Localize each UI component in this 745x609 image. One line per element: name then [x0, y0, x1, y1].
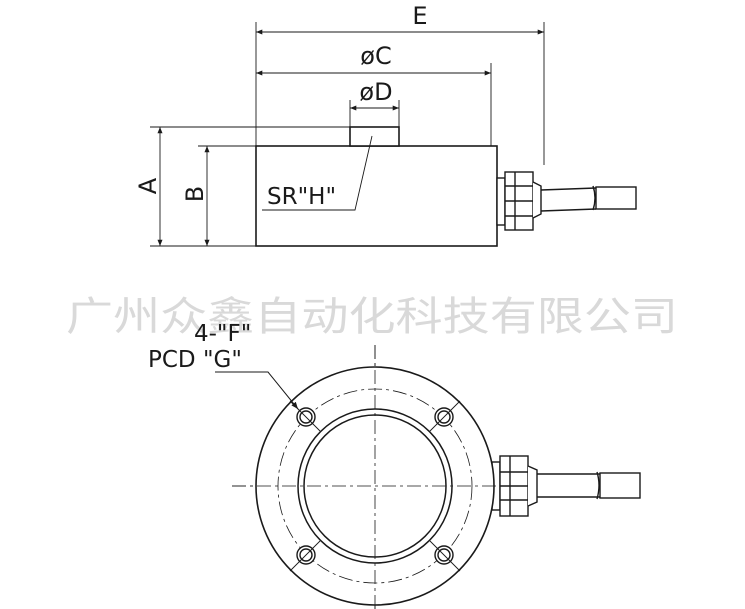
loading-button	[349, 126, 400, 147]
label-e: E	[412, 2, 427, 30]
label-a: A	[134, 177, 162, 194]
cable	[540, 185, 637, 212]
cable-gland	[496, 171, 542, 231]
side-view	[150, 22, 637, 247]
label-sr-h: SR"H"	[267, 184, 336, 210]
dimension-lines	[157, 29, 544, 246]
label-b: B	[181, 186, 209, 202]
leader-sr-h	[262, 135, 373, 211]
label-c: øC	[360, 42, 391, 70]
label-d: øD	[359, 78, 392, 106]
watermark: 广州众鑫自动化科技有限公司	[66, 294, 678, 340]
top-view	[215, 345, 641, 609]
extension-lines	[150, 22, 545, 247]
label-holes: 4-"F"	[194, 321, 251, 347]
load-cell-body	[255, 145, 498, 247]
leader-holes	[215, 371, 299, 410]
label-pcd: PCD "G"	[148, 347, 242, 373]
